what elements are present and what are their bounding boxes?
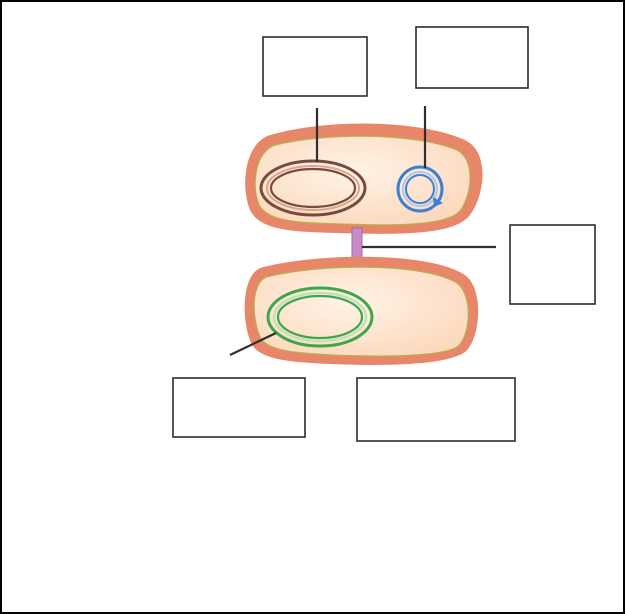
label-box-pilus[interactable] — [509, 224, 596, 305]
donor-cell — [245, 123, 483, 234]
leader-line-recipient-chromosome — [229, 332, 277, 356]
label-box-recipient-cell[interactable] — [356, 377, 516, 442]
donor-chromosome — [259, 159, 367, 217]
label-box-recipient-chromosome[interactable] — [172, 377, 306, 438]
plasmid-arrow-icon — [433, 197, 443, 207]
label-box-donor-chromosome[interactable] — [262, 36, 368, 97]
recipient-chromosome — [266, 286, 374, 348]
plasmid — [396, 165, 444, 213]
label-box-plasmid[interactable] — [415, 26, 529, 89]
